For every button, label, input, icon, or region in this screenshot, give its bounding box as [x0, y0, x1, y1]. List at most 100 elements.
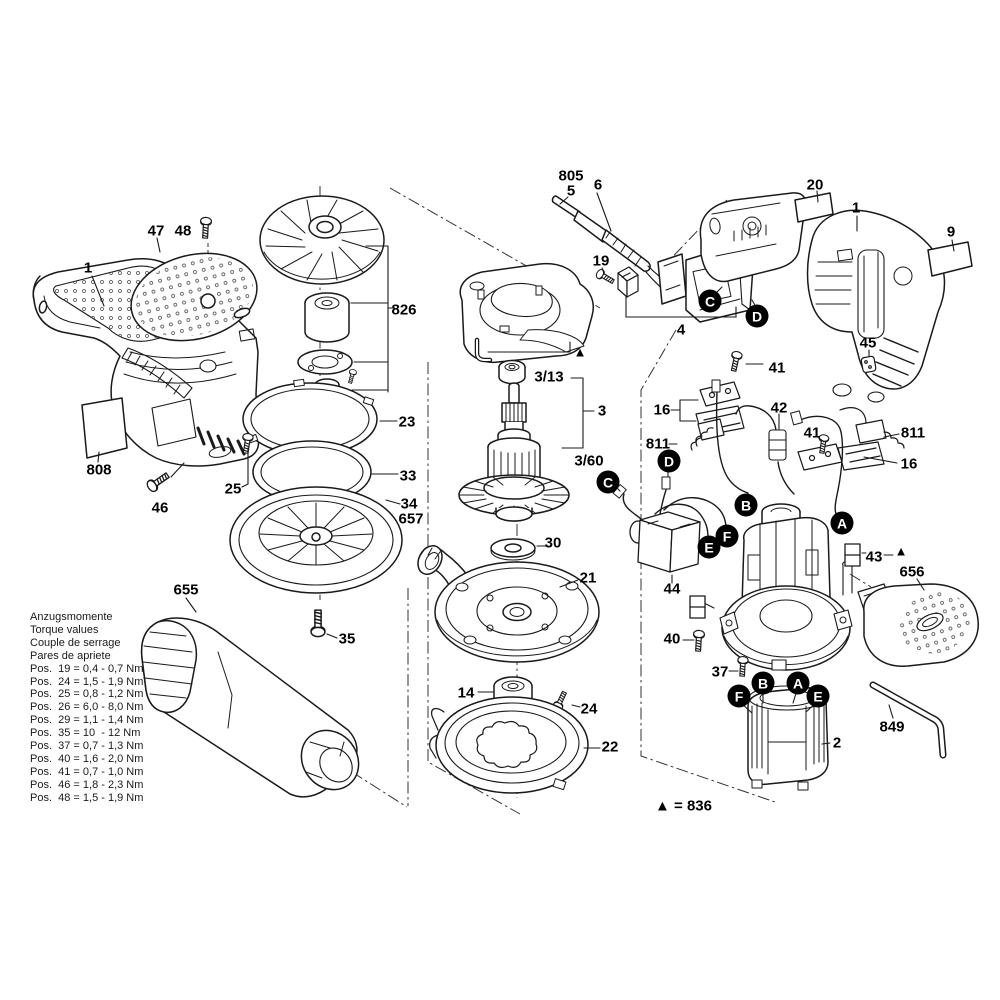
- torque-row: Pos. 26 = 6,0 - 8,0 Nm: [30, 701, 144, 714]
- part-label-9: 9: [946, 223, 956, 241]
- part-label-849: 849: [879, 718, 905, 736]
- part-40-screw-drawing: [692, 629, 706, 653]
- callout-A: A: [830, 511, 854, 535]
- part-46-screw-drawing: [144, 469, 172, 494]
- part-label-811: 811: [900, 424, 926, 442]
- callout-D: D: [745, 304, 769, 328]
- torque-table-header: Couple de serrage: [30, 636, 121, 649]
- part-label-21: 21: [579, 569, 597, 587]
- part-label-811: 811: [645, 435, 671, 453]
- part-label-23: 23: [398, 413, 416, 431]
- part-35-screw-drawing: [310, 609, 326, 638]
- part-label-25: 25: [224, 480, 242, 498]
- torque-row: Pos. 19 = 0,4 - 0,7 Nm: [30, 662, 144, 675]
- callout-F: F: [715, 524, 739, 548]
- torque-row: Pos. 41 = 0,7 - 1,0 Nm: [30, 765, 144, 778]
- part-849-hex-key-drawing: [869, 681, 947, 759]
- callout-C: C: [698, 289, 722, 313]
- wiring-drawing: [612, 379, 844, 539]
- part-3-armature-drawing: [458, 382, 570, 522]
- part-label-826: 826: [391, 301, 417, 319]
- part-label-3-13: 3/13: [534, 368, 564, 386]
- part-label-655: 655: [173, 581, 199, 599]
- torque-table-header: Anzugsmomente: [30, 611, 113, 623]
- part-label-34: 34: [400, 495, 418, 513]
- part-label-808: 808: [86, 461, 112, 479]
- part-44-module-drawing: [629, 511, 701, 573]
- torque-row: Pos. 24 = 1,5 - 1,9 Nm: [30, 675, 144, 688]
- part-label-40: 40: [663, 630, 681, 648]
- part-label-2: 2: [832, 734, 842, 752]
- part-label-16: 16: [653, 401, 671, 419]
- part-label-657: 657: [398, 510, 424, 528]
- part-826-fan-assembly-drawing: [259, 195, 385, 409]
- part-label-16: 16: [900, 455, 918, 473]
- torque-table-header: Torque values: [30, 623, 99, 636]
- part-label-35: 35: [338, 630, 356, 648]
- part-label-42: 42: [770, 399, 788, 417]
- part-label-33: 33: [399, 467, 417, 485]
- part-label-47: 47: [147, 222, 165, 240]
- bearing-cover-plate-drawing: [459, 262, 594, 364]
- callout-B: B: [734, 493, 758, 517]
- callout-D: D: [657, 449, 681, 473]
- callout-B: B: [751, 671, 775, 695]
- torque-row: Pos. 48 = 1,5 - 1,9 Nm: [30, 791, 144, 804]
- part-41-screw-top-drawing: [728, 349, 744, 373]
- housing-half-rear-drawing: [699, 192, 807, 283]
- torque-row: Pos. 35 = 10 - 12 Nm: [30, 727, 141, 740]
- part-label-1: 1: [83, 259, 93, 277]
- leader-lines: [91, 190, 955, 749]
- part-label-22: 22: [601, 738, 619, 756]
- part-47-perforated-plate-drawing: [130, 252, 258, 342]
- part-label-20: 20: [806, 176, 824, 194]
- part-label-41: 41: [803, 424, 821, 442]
- part-5-cord-drawing: [551, 195, 685, 296]
- part-30-washer-drawing: [490, 538, 536, 561]
- callout-E: E: [697, 535, 721, 559]
- part-label-1: 1: [851, 199, 861, 217]
- triangle-marker: ▲: [894, 543, 908, 559]
- triangle-marker: ▲: [573, 344, 587, 360]
- callout-A: A: [786, 671, 810, 695]
- part-43-drawing: [689, 543, 861, 619]
- part-label-24: 24: [580, 700, 598, 718]
- part-label-48: 48: [174, 222, 192, 240]
- part-label-44: 44: [663, 580, 681, 598]
- callout-E: E: [806, 684, 830, 708]
- part-label-45: 45: [859, 334, 877, 352]
- part-label-5: 5: [566, 182, 576, 200]
- cable-clamp-drawing: [617, 266, 639, 298]
- part-19-screw-drawing: [594, 267, 617, 287]
- part-656-dust-box-drawing: [857, 583, 979, 667]
- part-21-bearing-housing-drawing: [417, 545, 600, 663]
- part-label-43: 43: [865, 548, 883, 566]
- part-label-4: 4: [676, 321, 686, 339]
- part-label-6: 6: [593, 176, 603, 194]
- part-label-14: 14: [457, 684, 475, 702]
- part-label-30: 30: [544, 534, 562, 552]
- part-label-3-60: 3/60: [574, 452, 604, 470]
- part-label-37: 37: [711, 663, 729, 681]
- part-48-screw-drawing: [199, 216, 213, 240]
- part-label-805: 805: [558, 167, 584, 185]
- part-1-housing-drawing: [806, 209, 946, 403]
- part-label-19: 19: [592, 252, 610, 270]
- part-label-46: 46: [151, 499, 169, 517]
- part-22-plate-drawing: [429, 696, 589, 794]
- part-45-drawing: [860, 355, 877, 374]
- callout-C: C: [596, 470, 620, 494]
- part-2-stator-drawing: [747, 685, 829, 791]
- torque-table-header: Pares de apriete: [30, 649, 111, 662]
- legend-note: ▲ = 836: [655, 797, 712, 815]
- callout-F: F: [727, 684, 751, 708]
- torque-row: Pos. 37 = 0,7 - 1,3 Nm: [30, 740, 144, 753]
- part-label-3: 3: [597, 402, 607, 420]
- part-20-nameplate-drawing: [794, 192, 834, 223]
- torque-row: Pos. 40 = 1,6 - 2,0 Nm: [30, 752, 144, 765]
- part-808-plate-drawing: [81, 397, 128, 459]
- motor-assembly-drawing: [719, 503, 853, 671]
